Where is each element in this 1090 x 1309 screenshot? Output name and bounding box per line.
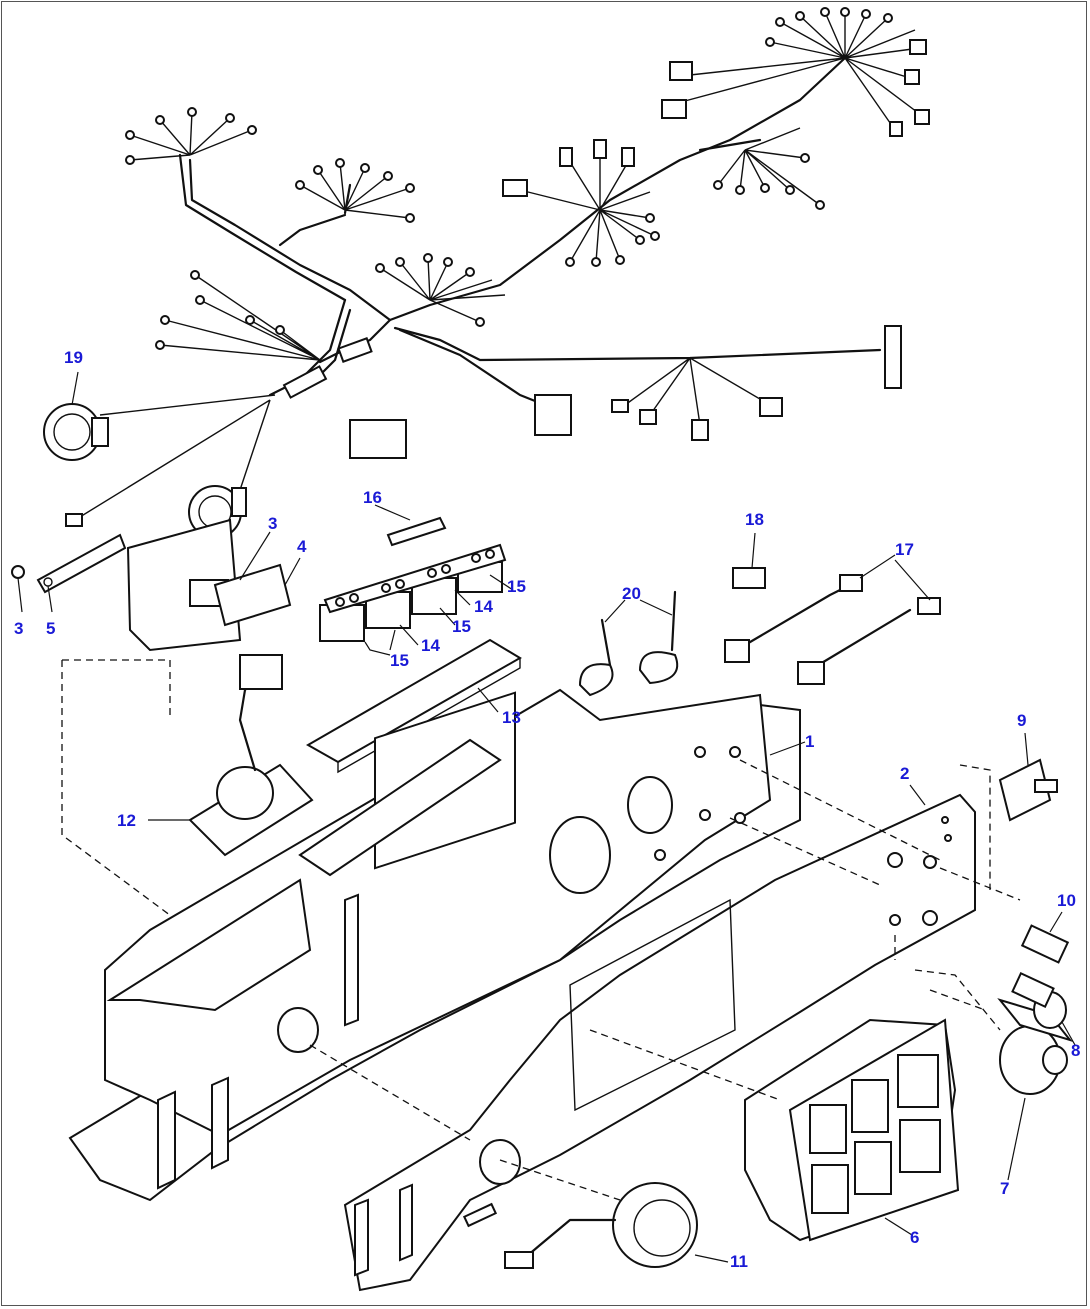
component-12 (188, 654, 314, 857)
callout-10: 10 (1057, 891, 1076, 910)
callout-4: 4 (297, 537, 307, 556)
callout-15-left: 15 (390, 651, 409, 670)
panel-2 (343, 793, 976, 1292)
panel-1 (68, 688, 801, 1202)
callout-7: 7 (1000, 1179, 1010, 1198)
callout-1: 1 (805, 732, 815, 751)
callout-5: 5 (46, 619, 56, 638)
callout-18: 18 (745, 510, 764, 529)
alignment-lines (309, 759, 1021, 1201)
callout-2: 2 (900, 764, 910, 783)
callout-16: 16 (363, 488, 382, 507)
callout-9: 9 (1017, 711, 1027, 730)
callout-13: 13 (502, 708, 521, 727)
callout-8: 8 (1071, 1041, 1081, 1060)
relay-block (305, 516, 522, 774)
callout-3-lower: 3 (14, 619, 24, 638)
callout-6: 6 (910, 1228, 920, 1247)
callout-19: 19 (64, 348, 83, 367)
leader-lines (17, 371, 1076, 1263)
callout-3-upper: 3 (268, 514, 278, 533)
instruments (504, 758, 1073, 1269)
callout-15-mid: 15 (452, 617, 471, 636)
callout-17: 17 (895, 540, 914, 559)
bracket-assembly (11, 518, 292, 931)
callout-11: 11 (730, 1252, 748, 1271)
callout-14-left: 14 (421, 636, 440, 655)
callout-14-right: 14 (474, 597, 493, 616)
module-6 (744, 1018, 960, 1242)
small-parts (578, 567, 941, 697)
wiring-harness (65, 7, 930, 527)
callout-15-right: 15 (507, 577, 526, 596)
callout-20: 20 (622, 584, 641, 603)
callout-12: 12 (117, 811, 136, 830)
